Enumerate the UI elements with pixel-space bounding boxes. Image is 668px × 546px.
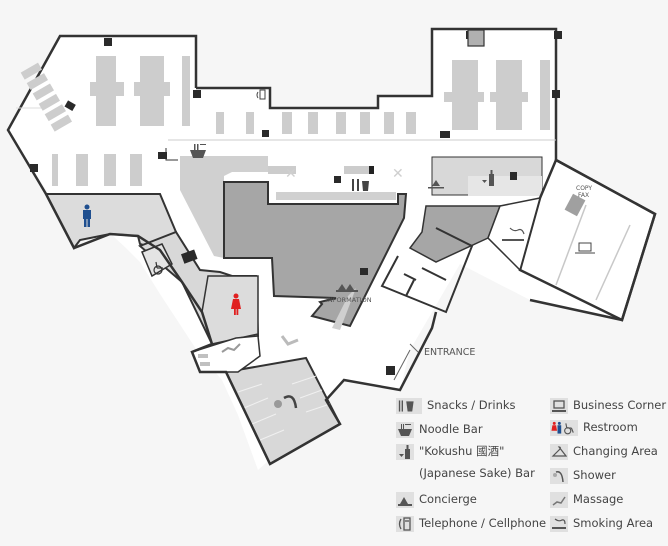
legend-item-noodle-bar: Noodle Bar bbox=[396, 422, 483, 438]
legend-item-massage: Massage bbox=[550, 492, 623, 508]
smoking-area bbox=[487, 197, 542, 272]
legend-item-sake-bar: "Kokushu 國酒" (Japanese Sake) Bar bbox=[396, 444, 535, 480]
massage-icon bbox=[550, 492, 568, 508]
shower-icon bbox=[550, 468, 568, 484]
legend-item-restroom: Restroom bbox=[550, 420, 638, 436]
laptop-icon bbox=[575, 242, 595, 254]
legend-label: Noodle Bar bbox=[419, 422, 483, 436]
business-corner-desks bbox=[555, 204, 631, 301]
legend-item-changing-area: Changing Area bbox=[550, 444, 658, 460]
entrance-door bbox=[393, 349, 411, 381]
desk-clusters bbox=[20, 56, 550, 186]
womens-restroom-icon bbox=[231, 293, 241, 315]
central-core bbox=[223, 181, 408, 328]
legend-item-snacks-drinks: Snacks / Drinks bbox=[396, 398, 516, 414]
legend-item-shower: Shower bbox=[550, 468, 616, 484]
snacks-drinks-map-icon bbox=[352, 179, 369, 191]
business-corner-icon bbox=[550, 398, 568, 414]
entrance-label: ENTRANCE bbox=[424, 347, 475, 358]
legend-item-telephone: Telephone / Cellphone bbox=[396, 516, 546, 532]
snacks-drinks-icon bbox=[396, 398, 422, 414]
legend-label: Business Corner bbox=[573, 398, 667, 412]
legend-item-concierge: Concierge bbox=[396, 492, 477, 508]
noodle-bar-map-icon bbox=[190, 144, 206, 158]
legend-label: Changing Area bbox=[573, 444, 658, 458]
legend-label: Snacks / Drinks bbox=[427, 398, 516, 412]
top-right-walls bbox=[196, 27, 657, 322]
entrance-rooms bbox=[380, 227, 474, 314]
changing-map-icon bbox=[280, 335, 299, 346]
concierge-map-icon bbox=[336, 284, 358, 292]
legend-label: Shower bbox=[573, 468, 616, 482]
pillars bbox=[30, 31, 562, 375]
legend-label: Telephone / Cellphone bbox=[419, 516, 547, 530]
legend-label: "Kokushu 國酒" bbox=[419, 444, 505, 458]
concierge-bar-map-icon bbox=[428, 180, 444, 189]
x-marker-icon: ✕ bbox=[392, 166, 404, 182]
legend-label: Restroom bbox=[583, 420, 638, 434]
map-legend: Snacks / Drinks Noodle Bar "Kokushu 國酒" … bbox=[396, 394, 668, 544]
telephone-icon bbox=[396, 516, 414, 532]
mens-restroom-icon bbox=[83, 204, 91, 227]
concierge-icon bbox=[396, 492, 414, 508]
smoking-area-icon bbox=[550, 516, 568, 532]
legend-sublabel: (Japanese Sake) Bar bbox=[419, 466, 535, 480]
sake-bar-icon bbox=[396, 444, 414, 460]
mens-restroom-area bbox=[44, 193, 178, 252]
smoking-map-icon bbox=[502, 227, 525, 241]
womens-restroom-area bbox=[201, 275, 259, 345]
sake-bar-map-icon bbox=[482, 170, 494, 186]
shower-map-icon bbox=[274, 395, 298, 409]
information-label: INFORMATION bbox=[326, 296, 372, 304]
legend-label: Concierge bbox=[419, 492, 477, 506]
telephone-map-icon bbox=[256, 89, 266, 100]
restroom-icon bbox=[550, 420, 578, 436]
x-marker-icon: ✕ bbox=[285, 166, 297, 182]
legend-item-business-corner: Business Corner bbox=[550, 398, 666, 414]
massage-map-icon bbox=[221, 343, 241, 353]
legend-label: Smoking Area bbox=[573, 516, 654, 530]
noodle-bar-icon bbox=[396, 422, 414, 438]
legend-item-smoking-area: Smoking Area bbox=[550, 516, 653, 532]
copy-label: COPY bbox=[576, 185, 592, 192]
information-desk bbox=[332, 288, 356, 330]
legend-label: Massage bbox=[573, 492, 624, 506]
outer-walls bbox=[6, 34, 438, 466]
fax-label: FAX bbox=[578, 192, 589, 199]
snack-counter bbox=[276, 192, 396, 200]
shower-stalls bbox=[237, 375, 331, 441]
wheelchair-icon bbox=[153, 261, 163, 275]
changing-area-icon bbox=[550, 444, 568, 460]
